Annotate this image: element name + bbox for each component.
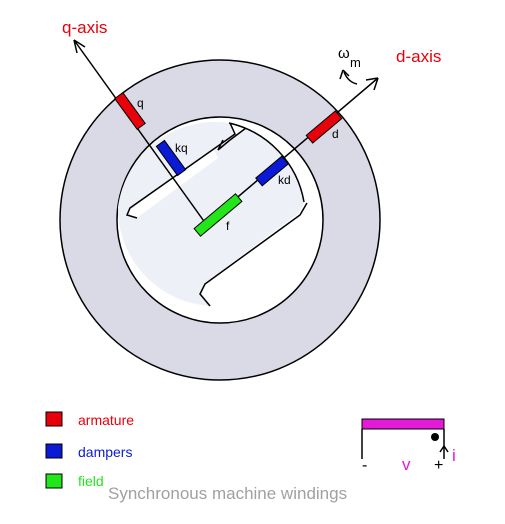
legend-dampers-label: dampers — [78, 444, 132, 460]
rotor-outline — [125, 122, 308, 307]
q-axis-arrowhead — [73, 39, 86, 54]
winding-q-label: q — [137, 96, 144, 110]
legend-field-swatch — [45, 473, 63, 489]
sign-convention: - v + i — [361, 418, 456, 474]
d-axis-arrowhead — [365, 77, 379, 91]
rotation-arrowhead — [339, 69, 350, 80]
legend-armature-swatch — [45, 411, 63, 427]
current-arrow-icon — [439, 445, 449, 453]
winding-kq-coil — [155, 139, 187, 177]
q-axis-line — [73, 39, 207, 225]
convention-plus: + — [434, 457, 443, 474]
legend-field-label: field — [78, 473, 104, 489]
omega-symbol: ω — [338, 45, 350, 62]
convention-coil — [361, 418, 445, 430]
winding-f-coil — [193, 193, 243, 237]
legend: armature dampers field — [45, 411, 134, 489]
legend-armature-label: armature — [78, 412, 134, 428]
winding-f-label: f — [226, 219, 230, 233]
winding-kq-label: kq — [175, 141, 188, 155]
convention-voltage: v — [402, 455, 411, 474]
q-axis-label: q-axis — [62, 18, 107, 37]
winding-d-label: d — [332, 127, 339, 141]
legend-dampers-swatch — [45, 443, 63, 459]
d-axis-label: d-axis — [396, 47, 441, 66]
polarity-dot-icon — [431, 433, 439, 441]
winding-q-coil — [114, 91, 146, 131]
rotation-arrow — [343, 71, 358, 85]
omega-subscript: m — [350, 55, 361, 70]
diagram-caption: Synchronous machine windings — [108, 484, 347, 503]
convention-current: i — [452, 446, 456, 465]
convention-minus: - — [362, 457, 367, 474]
winding-kd-label: kd — [278, 173, 291, 187]
winding-d-coil — [305, 110, 343, 144]
winding-kd-coil — [255, 155, 289, 187]
